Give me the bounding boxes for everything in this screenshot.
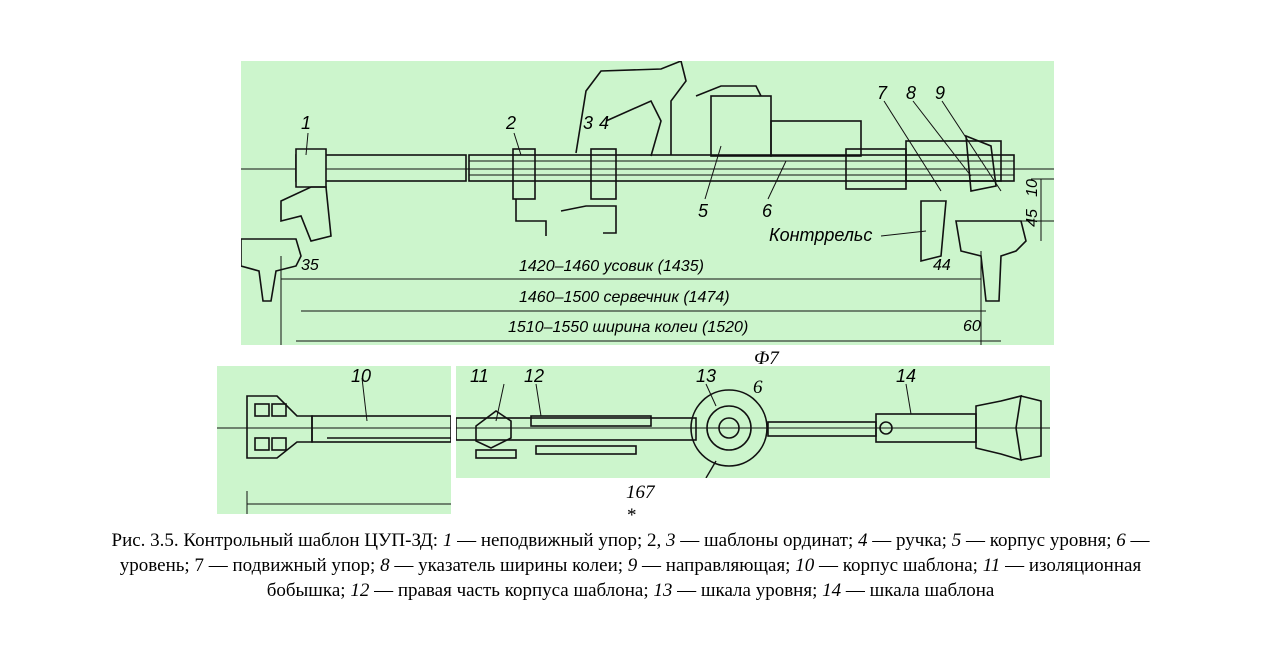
caption-num: 13 [653, 580, 673, 601]
template-body-left [246, 395, 313, 459]
caption-num: 12 [350, 580, 370, 601]
dim-35: 35 [301, 257, 319, 274]
top-drawing [241, 61, 1054, 345]
part-label-1: 1 [301, 113, 312, 133]
part-label-4: 4 [599, 113, 610, 133]
dim-167-label: 167 [626, 482, 655, 503]
caption-num: 4 [858, 530, 868, 551]
part-label-5: 5 [698, 201, 709, 221]
caption-text: — шкала шаблона [841, 580, 995, 601]
level-scale-dial [690, 389, 768, 467]
part-label-12: 12 [524, 366, 545, 386]
caption-text: — ручка; [867, 530, 952, 551]
caption-text: — корпус шаблона; [814, 555, 983, 576]
caption-text: — указатель ширины колеи; [389, 555, 628, 576]
caption-text: — неподвижный упор; 2, [452, 530, 667, 551]
six-label: 6 [753, 377, 763, 398]
part-label-2: 2 [506, 113, 517, 133]
dim-44: 44 [933, 257, 951, 274]
caption-text: — корпус уровня; [961, 530, 1117, 551]
caption-num: 3 [666, 530, 676, 551]
phi7-label: Ф7 [754, 348, 779, 369]
dim-line-1: 1420–1460 усовик (1435) [519, 258, 704, 275]
dim-60: 60 [963, 318, 981, 335]
caption-num: 5 [951, 530, 962, 551]
part-label-10: 10 [351, 366, 372, 386]
caption-num: 1 [442, 530, 453, 551]
caption-num: 10 [795, 555, 815, 576]
part-label-14: 14 [896, 366, 917, 386]
counter-rail-label: Контррельс [769, 225, 873, 245]
caption-num: 6 [1116, 530, 1126, 551]
part-label-9: 9 [935, 83, 946, 103]
caption-text: Рис. 3.5. Контрольный шаблон ЦУП-ЗД: [111, 530, 443, 551]
caption-num: 11 [982, 555, 1001, 576]
part-label-13: 13 [696, 366, 717, 386]
dim-45: 45 [1023, 209, 1041, 227]
bottom-left-drawing [217, 377, 451, 514]
caption-text: — изоляционная бобышка; [266, 555, 1142, 601]
star-label: * [627, 505, 637, 526]
level-body [710, 95, 772, 157]
part-label-8: 8 [906, 83, 917, 103]
part-label-11: 11 [470, 366, 489, 386]
dim-line-2: 1460–1500 сервечник (1474) [519, 289, 730, 306]
caption-num: 14 [822, 580, 842, 601]
caption-text: — правая часть корпуса шаблона; [369, 580, 654, 601]
top-figure-panel: 1 2 3 4 5 6 7 8 9 Контррельс 35 44 60 10… [241, 61, 1054, 345]
dim-line-3: 1510–1550 ширина колеи (1520) [508, 319, 749, 336]
figure-caption: Рис. 3.5. Контрольный шаблон ЦУП-ЗД: 1 —… [100, 528, 1161, 603]
caption-text: — шаблоны ординат; [675, 530, 858, 551]
part-label-3: 3 [583, 113, 594, 133]
bottom-right-drawing [456, 383, 1050, 478]
caption-text: — направляющая; [637, 555, 796, 576]
caption-num: 8 [380, 555, 390, 576]
part-label-6: 6 [762, 201, 773, 221]
dim-10: 10 [1023, 179, 1041, 197]
caption-num: 9 [627, 555, 638, 576]
caption-text: — шкала уровня; [672, 580, 823, 601]
bottom-right-panel: 11 12 13 14 [456, 366, 1050, 478]
part-label-7: 7 [877, 83, 888, 103]
bottom-left-panel: 10 [217, 366, 451, 514]
main-bar [468, 154, 1015, 182]
caption-text: — уровень; 7 — подвижный упор; [119, 530, 1150, 576]
